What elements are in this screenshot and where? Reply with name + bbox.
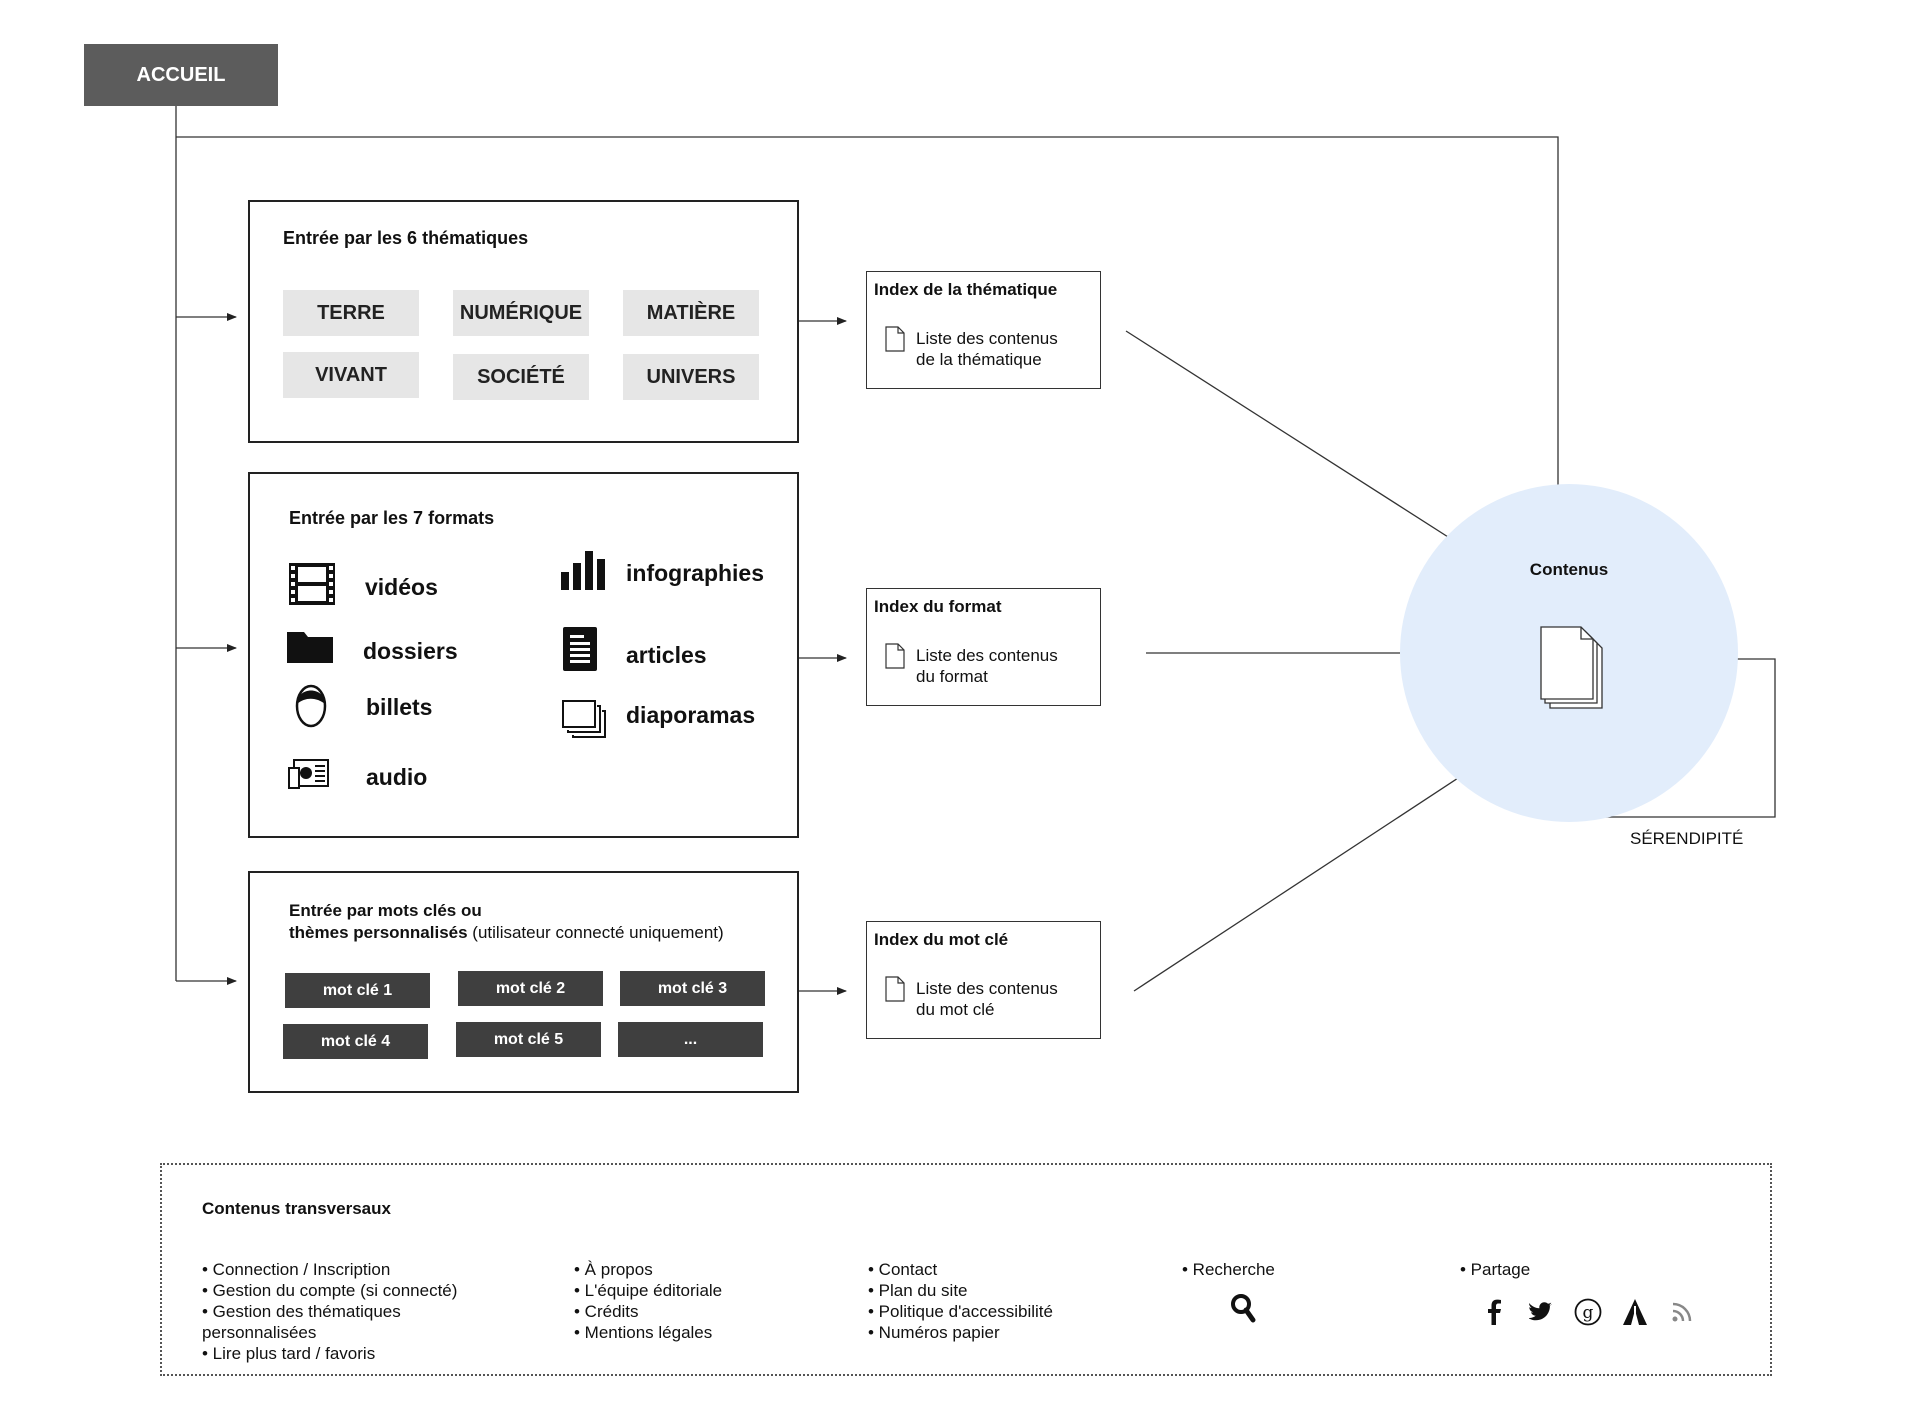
keywords-panel: Entrée par mots clés ou thèmes personnal… bbox=[248, 871, 799, 1093]
format-videos-label: vidéos bbox=[365, 574, 438, 600]
footer-col-account: • Connection / Inscription • Gestion du … bbox=[202, 1259, 457, 1364]
format-dossiers[interactable] bbox=[286, 628, 334, 669]
index-theme-line2: de la thématique bbox=[916, 350, 1042, 369]
index-format-line1: Liste des contenus bbox=[916, 646, 1058, 665]
footer-link-team[interactable]: • L'équipe éditoriale bbox=[574, 1281, 723, 1300]
person-icon bbox=[294, 680, 328, 733]
index-keyword-line1: Liste des contenus bbox=[916, 979, 1058, 998]
index-theme-box[interactable]: Index de la thématique Liste des contenu… bbox=[866, 271, 1101, 389]
keyword-chip-more[interactable]: ... bbox=[618, 1022, 763, 1057]
document-icon bbox=[562, 626, 598, 677]
document-icon bbox=[885, 326, 905, 357]
footer-link-account[interactable]: • Gestion du compte (si connecté) bbox=[202, 1281, 458, 1300]
radio-icon bbox=[288, 758, 330, 795]
bar-chart-icon bbox=[560, 550, 608, 595]
contents-circle[interactable]: Contenus bbox=[1400, 484, 1738, 822]
format-audio[interactable] bbox=[288, 758, 330, 795]
footer-link-connection[interactable]: • Connection / Inscription bbox=[202, 1260, 391, 1279]
footer-title: Contenus transversaux bbox=[202, 1199, 391, 1218]
footer-col-about: • À propos • L'équipe éditoriale • Crédi… bbox=[574, 1259, 722, 1343]
format-diaporamas[interactable] bbox=[562, 700, 606, 745]
footer-link-themes-1[interactable]: • Gestion des thématiques bbox=[202, 1302, 401, 1321]
folder-icon bbox=[286, 628, 334, 669]
format-articles-label: articles bbox=[626, 642, 707, 668]
footer-link-sitemap[interactable]: • Plan du site bbox=[868, 1281, 968, 1300]
index-format-box[interactable]: Index du format Liste des contenus du fo… bbox=[866, 588, 1101, 706]
theme-chip-vivant[interactable]: VIVANT bbox=[283, 352, 419, 398]
document-icon bbox=[885, 976, 905, 1007]
footer-panel: Contenus transversaux • Connection / Ins… bbox=[160, 1163, 1772, 1376]
index-theme-title: Index de la thématique bbox=[874, 280, 1058, 299]
footer-col-contact: • Contact • Plan du site • Politique d'a… bbox=[868, 1259, 1053, 1343]
index-format-title: Index du format bbox=[874, 597, 1002, 616]
index-format-line2: du format bbox=[916, 667, 988, 686]
formats-panel-title: Entrée par les 7 formats bbox=[289, 508, 495, 528]
documents-stack-icon bbox=[1540, 626, 1610, 715]
theme-chip-terre[interactable]: TERRE bbox=[283, 290, 419, 336]
footer-share-label: • Partage bbox=[1460, 1260, 1531, 1279]
twitter-icon[interactable] bbox=[1524, 1295, 1557, 1328]
theme-chip-numerique[interactable]: NUMÉRIQUE bbox=[453, 290, 589, 336]
slides-icon bbox=[562, 700, 606, 745]
theme-chip-societe[interactable]: SOCIÉTÉ bbox=[453, 354, 589, 400]
format-videos[interactable] bbox=[288, 562, 336, 611]
index-format-body: Liste des contenus du format bbox=[916, 645, 1058, 687]
home-label: ACCUEIL bbox=[136, 63, 226, 86]
footer-link-credits[interactable]: • Crédits bbox=[574, 1302, 639, 1321]
share-icons: g bbox=[1477, 1295, 1698, 1328]
keyword-chip-3[interactable]: mot clé 3 bbox=[620, 971, 765, 1006]
google-plus-icon[interactable]: g bbox=[1571, 1295, 1604, 1328]
theme-chip-univers[interactable]: UNIVERS bbox=[623, 354, 759, 400]
footer-link-accessibility[interactable]: • Politique d'accessibilité bbox=[868, 1302, 1053, 1321]
footer-link-about[interactable]: • À propos bbox=[574, 1260, 653, 1279]
contents-label: Contenus bbox=[1529, 560, 1609, 579]
document-icon bbox=[885, 643, 905, 674]
index-keyword-body: Liste des contenus du mot clé bbox=[916, 978, 1058, 1020]
keyword-chip-4[interactable]: mot clé 4 bbox=[283, 1024, 428, 1059]
keywords-title-line1: Entrée par mots clés ou bbox=[289, 901, 482, 920]
themes-panel-title: Entrée par les 6 thématiques bbox=[283, 228, 529, 248]
serendipity-label: SÉRENDIPITÉ bbox=[1630, 829, 1744, 848]
keywords-title-line2: thèmes personnalisés bbox=[289, 923, 468, 942]
footer-search-label: • Recherche bbox=[1182, 1260, 1275, 1279]
footer-link-print-issues[interactable]: • Numéros papier bbox=[868, 1323, 1000, 1342]
home-button[interactable]: ACCUEIL bbox=[84, 44, 278, 106]
index-theme-body: Liste des contenus de la thématique bbox=[916, 328, 1058, 370]
index-keyword-title: Index du mot clé bbox=[874, 930, 1009, 949]
footer-link-themes-2[interactable]: personnalisées bbox=[202, 1323, 317, 1342]
format-diaporamas-label: diaporamas bbox=[626, 702, 756, 728]
keyword-chip-2[interactable]: mot clé 2 bbox=[458, 971, 603, 1006]
format-dossiers-label: dossiers bbox=[363, 638, 458, 664]
index-keyword-box[interactable]: Index du mot clé Liste des contenus du m… bbox=[866, 921, 1101, 1039]
search-icon[interactable] bbox=[1230, 1293, 1256, 1328]
keywords-title-note: (utilisateur connecté uniquement) bbox=[467, 923, 724, 942]
keyword-chip-5[interactable]: mot clé 5 bbox=[456, 1022, 601, 1057]
footer-link-legal[interactable]: • Mentions légales bbox=[574, 1323, 713, 1342]
formats-panel: Entrée par les 7 formats vidéos bbox=[248, 472, 799, 838]
film-icon bbox=[288, 562, 336, 611]
format-audio-label: audio bbox=[366, 764, 428, 790]
footer-link-contact[interactable]: • Contact bbox=[868, 1260, 938, 1279]
svg-text:g: g bbox=[1582, 1303, 1593, 1323]
rss-icon[interactable] bbox=[1665, 1295, 1698, 1328]
format-infographies-label: infographies bbox=[626, 560, 765, 586]
format-articles[interactable] bbox=[562, 626, 598, 677]
footer-col-share: • Partage bbox=[1460, 1259, 1530, 1280]
themes-panel: Entrée par les 6 thématiques TERRE NUMÉR… bbox=[248, 200, 799, 443]
footer-col-search: • Recherche bbox=[1182, 1259, 1275, 1280]
index-theme-line1: Liste des contenus bbox=[916, 329, 1058, 348]
netvibes-icon[interactable] bbox=[1618, 1295, 1651, 1328]
format-infographies[interactable] bbox=[560, 550, 608, 595]
index-keyword-line2: du mot clé bbox=[916, 1000, 995, 1019]
keywords-panel-title: Entrée par mots clés ou thèmes personnal… bbox=[289, 900, 724, 944]
theme-chip-matiere[interactable]: MATIÈRE bbox=[623, 290, 759, 336]
format-billets-label: billets bbox=[366, 694, 433, 720]
keyword-chip-1[interactable]: mot clé 1 bbox=[285, 973, 430, 1008]
footer-link-read-later[interactable]: • Lire plus tard / favoris bbox=[202, 1344, 376, 1363]
facebook-icon[interactable] bbox=[1477, 1295, 1510, 1328]
format-billets[interactable] bbox=[294, 680, 328, 733]
